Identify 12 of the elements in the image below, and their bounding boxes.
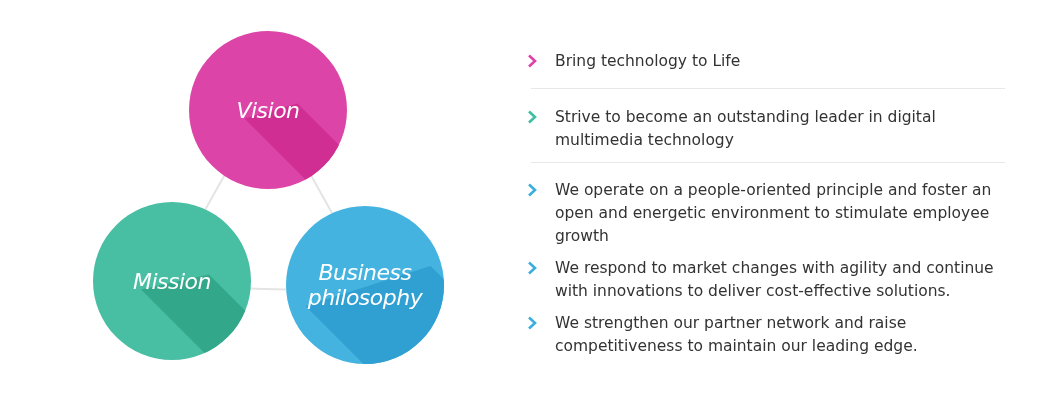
- node-label: Vision: [236, 97, 300, 123]
- statement-text: We respond to market changes with agility and continue with innovations to deliver cost-effective solutions.: [555, 258, 995, 302]
- statement-text: We operate on a people-oriented principle and foster an open and energetic environment to stimulate employee growth: [555, 180, 993, 247]
- statement-text: Bring technology to Life: [555, 51, 742, 72]
- node-label: Mission: [132, 268, 211, 294]
- statement-text: We strengthen our partner network and raise competitiveness to maintain our leading edge.: [555, 313, 919, 357]
- statement-text: Strive to become an outstanding leader in digital multimedia technology: [555, 107, 937, 151]
- circle-node: [286, 206, 444, 364]
- circle-node: [189, 31, 347, 189]
- connector-line: [310, 175, 334, 215]
- node-label: Business philosophy: [306, 260, 424, 310]
- connector-line: [204, 174, 226, 211]
